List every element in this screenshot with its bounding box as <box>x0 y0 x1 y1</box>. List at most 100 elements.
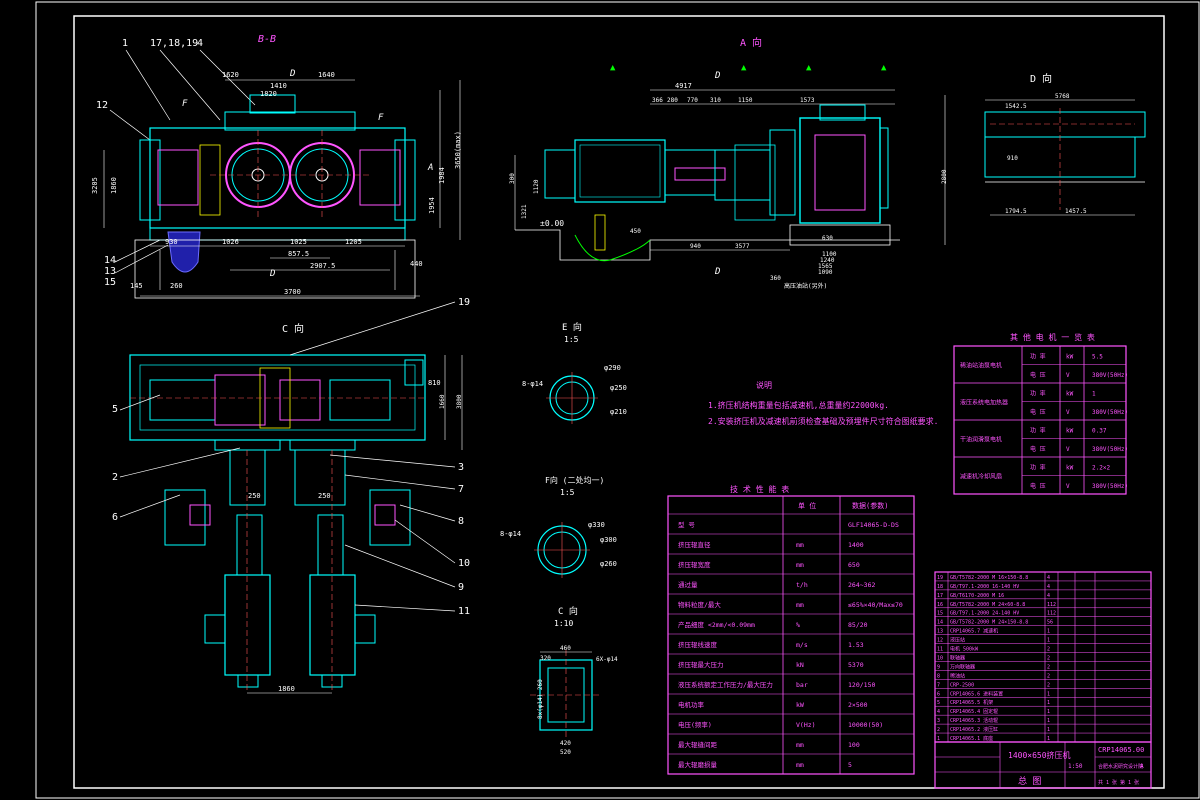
part-qty: 2 <box>1047 664 1050 670</box>
dim-3800: 3800 <box>456 394 463 409</box>
motor-group-name: 减速机冷却风扇 <box>960 473 1002 481</box>
dim-260: 260 <box>170 282 183 290</box>
tech-title: 技 术 性 能 表 <box>730 484 789 494</box>
callout-8: 8 <box>458 516 464 527</box>
dim-1573: 1573 <box>800 97 815 104</box>
dim-3577: 3577 <box>735 243 750 250</box>
tech-head-unit: 单 位 <box>798 501 816 510</box>
callout-1: 1 <box>122 38 128 49</box>
part-no: 9 <box>937 664 940 670</box>
dim-1100: 1100 <box>822 251 837 258</box>
callout-9: 9 <box>458 582 464 593</box>
dim-310: 310 <box>710 97 721 104</box>
motor-row-value: 380V(50Hz) <box>1092 372 1128 379</box>
part-no: 5 <box>937 700 940 706</box>
oil-station-note: 高压油站(另外) <box>784 282 827 290</box>
part-qty: 4 <box>1047 584 1050 590</box>
callout-6: 6 <box>112 512 118 523</box>
title-drawing-no: CRP14065.00 <box>1098 746 1144 754</box>
callout-19: 19 <box>458 297 470 308</box>
part-desc: CRP14065.5 机架 <box>950 699 993 706</box>
motor-group-name: 稀油站油泵电机 <box>960 362 1002 370</box>
tech-row-label: 产品细度 <2mm/<0.09mm <box>678 620 755 629</box>
view-bb: B-B 1 17,18,19 4 12 14 13 15 <box>91 34 462 299</box>
outer-border <box>35 1 1200 799</box>
dim-250a: 250 <box>248 492 261 500</box>
dim-366: 366 <box>652 97 663 104</box>
dim-3650: 3650(max) <box>454 131 462 169</box>
part-qty: 2 <box>1047 647 1050 653</box>
tech-row-label: 挤压辊宽度 <box>678 560 711 569</box>
dim-1984: 1984 <box>438 167 446 184</box>
tech-row-unit: % <box>796 621 800 629</box>
dim-1240: 1240 <box>820 257 835 264</box>
tech-row-unit: V(Hz) <box>796 721 816 729</box>
tech-row-value: 264~362 <box>848 581 875 589</box>
title-scale: 1:50 <box>1068 763 1083 770</box>
part-qty: 1 <box>1047 629 1050 635</box>
part-no: 18 <box>937 584 943 590</box>
tech-row-label: 挤压辊直径 <box>678 540 711 549</box>
part-qty: 1 <box>1047 700 1050 706</box>
part-no: 16 <box>937 602 943 608</box>
detail-e: E 向 1:5 8-φ14 φ290 φ250 φ210 <box>522 321 627 424</box>
dim-770: 770 <box>687 97 698 104</box>
part-qty: 4 <box>1047 575 1050 581</box>
part-desc: 液压站 <box>950 637 965 644</box>
part-qty: 4 <box>1047 593 1050 599</box>
dim-145: 145 <box>130 282 143 290</box>
part-qty: 1 <box>1047 736 1050 742</box>
tech-row-value: 10000(50) <box>848 721 883 729</box>
view-a: A 向 ▲ ▲ ▲ ▲ 4917 366 280 770 31 <box>509 36 948 290</box>
motor-title: 其 他 电 机 一 览 表 <box>1010 332 1095 342</box>
part-desc: GB/T5782-2000 M 24×150-8.8 <box>950 620 1028 626</box>
motor-row-label: 功 率 <box>1030 352 1046 360</box>
part-no: 1 <box>937 736 940 742</box>
motor-row-unit: V <box>1066 483 1070 490</box>
detail-f-scale: 1:5 <box>560 488 575 497</box>
callout-14: 14 <box>104 255 116 266</box>
notes-line2: 2.安装挤压机及减速机前须检查基础及预埋件尺寸符合图纸要求. <box>708 416 938 426</box>
dim-360: 360 <box>770 275 781 282</box>
dim-940: 940 <box>690 243 701 250</box>
dim-4917: 4917 <box>675 82 692 90</box>
tech-row-value: 1400 <box>848 541 864 549</box>
c2-holes: 6X-φ14 <box>596 656 618 663</box>
tech-row-label: 液压系统额定工作压力/最大压力 <box>678 680 773 689</box>
c2-d520: 520 <box>560 749 571 756</box>
tech-head-data: 数据(参数) <box>852 501 888 510</box>
part-desc: CRP-2500 <box>950 682 974 688</box>
dim-1321: 1321 <box>521 204 528 219</box>
f-d3: φ260 <box>600 560 617 568</box>
e-d3: φ210 <box>610 408 627 416</box>
dim-450: 450 <box>630 228 641 235</box>
part-desc: CRP14065.2 液压缸 <box>950 726 998 733</box>
section-a: A <box>427 163 433 173</box>
motor-row-label: 功 率 <box>1030 463 1046 471</box>
motor-group-name: 液压系统电加热器 <box>960 399 1008 407</box>
part-no: 6 <box>937 691 940 697</box>
motor-row-unit: kW <box>1066 427 1074 434</box>
dim-1565: 1565 <box>818 263 833 270</box>
tech-row-value: GLF14065-D-DS <box>848 521 899 529</box>
tech-row-label: 物料粒度/最大 <box>678 600 721 609</box>
svg-text:▲: ▲ <box>610 63 616 73</box>
motor-row-unit: kW <box>1066 390 1074 397</box>
part-desc: GB/T97.1-2000 24-140 HV <box>950 611 1019 617</box>
tech-row-unit: bar <box>796 681 808 689</box>
part-desc: CRP14065.1 底座 <box>950 735 993 742</box>
tech-row-value: ≤65%×40/Max≤70 <box>848 601 903 609</box>
dim-930: 930 <box>165 238 178 246</box>
tech-row-label: 最大辊磨损量 <box>678 760 718 769</box>
detail-e-scale: 1:5 <box>564 335 579 344</box>
section-d1: D <box>289 69 295 79</box>
part-qty: 1 <box>1047 638 1050 644</box>
dim-1954: 1954 <box>428 197 436 214</box>
part-no: 13 <box>937 629 943 635</box>
motor-row-unit: kW <box>1066 353 1074 360</box>
part-qty: 2 <box>1047 673 1050 679</box>
notes-title: 说明 <box>756 380 772 390</box>
dim-1150: 1150 <box>738 97 753 104</box>
